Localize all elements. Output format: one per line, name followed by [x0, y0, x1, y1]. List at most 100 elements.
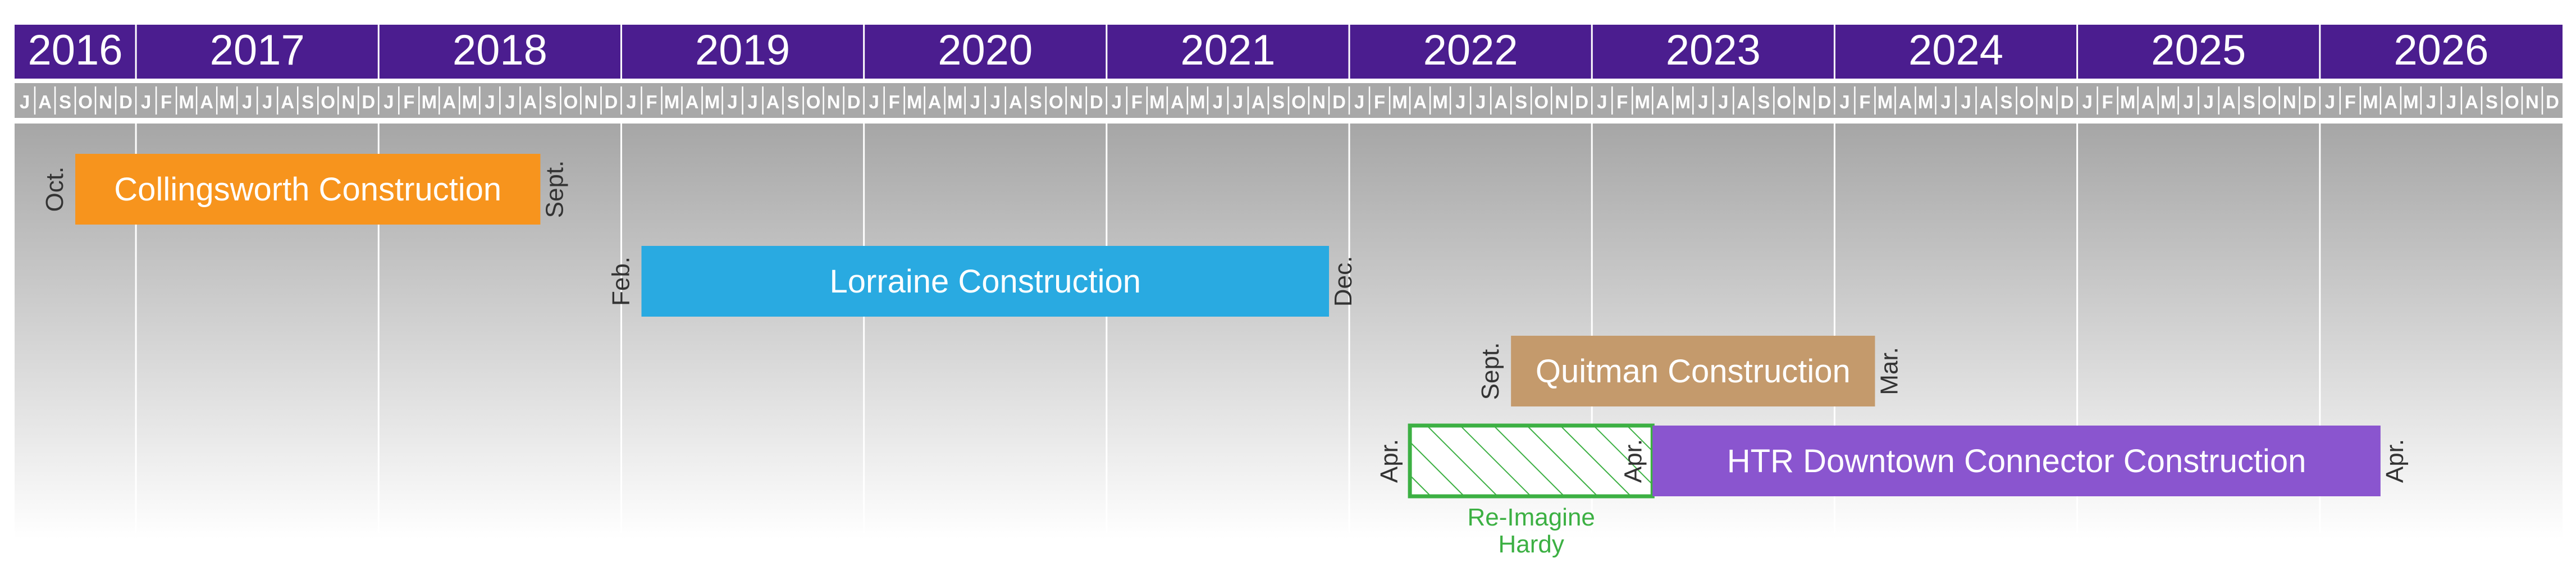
month-label: O: [1291, 92, 1306, 112]
month-label: A: [766, 92, 780, 112]
month-label: J: [1718, 92, 1728, 112]
month-label: D: [2303, 92, 2317, 112]
month-label: D: [847, 92, 861, 112]
bar-label-lorraine: Lorraine Construction: [830, 263, 1141, 300]
month-label: O: [2020, 92, 2034, 112]
bar-end-label-reimagine: Apr.: [1619, 439, 1647, 483]
month-label: S: [1757, 92, 1770, 112]
month-label: J: [2082, 92, 2092, 112]
month-label: A: [2222, 92, 2236, 112]
month-label: J: [1597, 92, 1607, 112]
month-label: F: [161, 92, 172, 112]
month-label: J: [485, 92, 495, 112]
month-label: A: [1494, 92, 1508, 112]
month-label: F: [1616, 92, 1628, 112]
month-label: M: [2161, 92, 2176, 112]
month-label: A: [686, 92, 699, 112]
bar-htr: [1652, 426, 2381, 496]
month-label: J: [2446, 92, 2456, 112]
month-label: O: [1534, 92, 1549, 112]
month-label: M: [1149, 92, 1165, 112]
year-label-2025: 2025: [2151, 26, 2246, 74]
month-label: N: [99, 92, 112, 112]
month-label: A: [1737, 92, 1750, 112]
month-label: J: [1354, 92, 1364, 112]
month-label: J: [1476, 92, 1486, 112]
year-label-2021: 2021: [1180, 26, 1275, 74]
month-label: J: [141, 92, 151, 112]
month-label: O: [1049, 92, 1063, 112]
month-label: A: [1980, 92, 1993, 112]
month-label: A: [2141, 92, 2155, 112]
month-label: D: [2546, 92, 2559, 112]
month-label: M: [422, 92, 437, 112]
bar-start-label-reimagine: Apr.: [1376, 439, 1403, 483]
month-label: J: [1839, 92, 1849, 112]
month-label: S: [1515, 92, 1527, 112]
month-label: A: [38, 92, 52, 112]
month-label: J: [2426, 92, 2436, 112]
month-label: F: [2345, 92, 2356, 112]
month-label: N: [1070, 92, 1083, 112]
month-label: S: [2000, 92, 2013, 112]
month-label: J: [990, 92, 1001, 112]
month-label: M: [664, 92, 680, 112]
month-label: A: [523, 92, 537, 112]
month-label: M: [462, 92, 478, 112]
month-label: J: [727, 92, 737, 112]
month-label: O: [2262, 92, 2277, 112]
month-label: M: [2403, 92, 2419, 112]
month-label: S: [2243, 92, 2255, 112]
month-label: M: [947, 92, 963, 112]
month-label: J: [1940, 92, 1951, 112]
month-label: S: [544, 92, 556, 112]
month-label: O: [1777, 92, 1792, 112]
month-label: A: [1899, 92, 1912, 112]
month-label: J: [383, 92, 394, 112]
year-label-2017: 2017: [210, 26, 305, 74]
month-label: D: [362, 92, 375, 112]
year-label-2020: 2020: [938, 26, 1033, 74]
month-label: S: [302, 92, 314, 112]
month-label: S: [1272, 92, 1285, 112]
month-label: J: [869, 92, 879, 112]
month-label: J: [242, 92, 252, 112]
month-label: O: [806, 92, 821, 112]
month-label: F: [1131, 92, 1143, 112]
year-label-2023: 2023: [1666, 26, 1761, 74]
month-label: J: [1213, 92, 1223, 112]
bar-label-reimagine-line1: Re-Imagine: [1467, 504, 1595, 531]
month-label: O: [78, 92, 93, 112]
month-label: M: [1675, 92, 1691, 112]
bar-end-label-lorraine: Dec.: [1330, 256, 1357, 307]
year-gridlines: [135, 118, 2321, 533]
month-label: A: [200, 92, 213, 112]
month-label: M: [1392, 92, 1408, 112]
year-header-band: [15, 25, 2563, 79]
month-label: J: [1455, 92, 1465, 112]
month-label: D: [1817, 92, 1831, 112]
month-label: M: [2363, 92, 2378, 112]
month-label: N: [1312, 92, 1326, 112]
bar-end-label-htr: Apr.: [2381, 439, 2409, 483]
bar-quitman: [1511, 336, 1875, 406]
month-label: A: [281, 92, 294, 112]
month-label: M: [907, 92, 922, 112]
month-label: O: [321, 92, 335, 112]
month-label: O: [2505, 92, 2519, 112]
month-label: J: [747, 92, 757, 112]
month-label: N: [584, 92, 598, 112]
month-label: A: [2465, 92, 2478, 112]
month-label: M: [1190, 92, 1205, 112]
month-label: J: [626, 92, 636, 112]
bar-start-label-quitman: Sept.: [1477, 342, 1504, 400]
bar-start-label-collingsworth: Oct.: [41, 167, 68, 212]
year-label-2022: 2022: [1423, 26, 1518, 74]
month-label: M: [1878, 92, 1893, 112]
month-label: D: [605, 92, 618, 112]
month-label: A: [442, 92, 456, 112]
bar-reimagine: [1408, 423, 1655, 499]
